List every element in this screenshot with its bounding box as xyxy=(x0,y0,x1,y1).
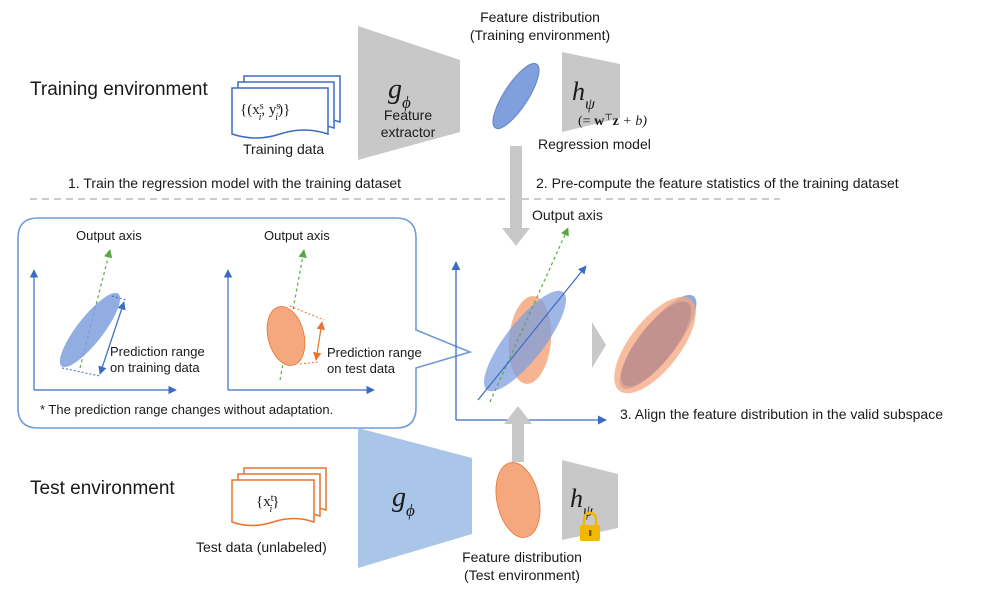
test-feature-extractor-symbol: gϕ xyxy=(392,482,415,520)
lock-icon xyxy=(580,511,600,541)
callout-left-range-line2: on training data xyxy=(110,360,200,375)
callout-left-output-axis: Output axis xyxy=(76,228,142,243)
test-data-doc-icon xyxy=(231,467,327,527)
test-feature-ellipse xyxy=(495,462,541,538)
center-output-axis-label: Output axis xyxy=(532,207,603,223)
right-plot-test-ellipse xyxy=(266,306,306,366)
callout-right-range-line1: Prediction range xyxy=(327,345,422,360)
feature-extractor-symbol: gϕ xyxy=(388,74,411,112)
test-data-label: Test data (unlabeled) xyxy=(196,539,327,555)
regression-model-formula: (= w⊤z + b) xyxy=(578,112,647,129)
training-feature-distribution-line2: (Training environment) xyxy=(470,27,610,43)
callout-right-range-line2: on test data xyxy=(327,361,396,376)
regression-model-label: Regression model xyxy=(538,136,651,152)
training-environment-title: Training environment xyxy=(30,79,208,100)
regression-model-symbol: hψ xyxy=(572,77,596,113)
training-feature-ellipse xyxy=(492,62,540,130)
right-plot-range-arrow xyxy=(313,321,325,361)
left-plot-range-arrow xyxy=(98,301,126,375)
callout-left-range-line1: Prediction range xyxy=(110,344,205,359)
callout-left-plot xyxy=(29,249,177,395)
test-feature-distribution-line1: Feature distribution xyxy=(462,549,582,565)
precompute-down-arrow xyxy=(502,146,530,246)
feature-extractor-block xyxy=(358,26,460,160)
callout-box xyxy=(17,217,473,429)
training-data-label: Training data xyxy=(243,141,324,157)
test-regression-model-symbol: hψ xyxy=(570,484,594,520)
aligned-test-ellipse xyxy=(614,296,696,394)
feature-extractor-label-line1: Feature xyxy=(384,107,432,123)
test-regression-model-block xyxy=(562,460,618,540)
training-data-doc-icon xyxy=(231,75,341,139)
center-alignment-plot xyxy=(451,227,607,425)
step3-label: 3. Align the feature distribution in the… xyxy=(620,406,943,422)
regression-model-block xyxy=(562,52,620,132)
step2-label: 2. Pre-compute the feature statistics of… xyxy=(536,175,899,191)
feature-extractor-label-line2: extractor xyxy=(381,124,436,140)
test-feature-extractor-block xyxy=(358,428,472,568)
test-environment-title: Test environment xyxy=(30,478,175,499)
callout-right-output-axis: Output axis xyxy=(264,228,330,243)
test-up-arrow xyxy=(504,406,532,462)
callout-footnote: * The prediction range changes without a… xyxy=(40,402,333,417)
align-right-arrow xyxy=(592,322,606,368)
center-output-axis-line xyxy=(489,227,569,403)
callout-right-plot xyxy=(223,249,375,395)
center-valid-subspace-line xyxy=(477,265,587,401)
training-feature-distribution-line1: Feature distribution xyxy=(480,9,600,25)
test-feature-distribution-line2: (Test environment) xyxy=(464,567,580,583)
aligned-result xyxy=(614,294,697,394)
step1-label: 1. Train the regression model with the t… xyxy=(68,175,401,191)
